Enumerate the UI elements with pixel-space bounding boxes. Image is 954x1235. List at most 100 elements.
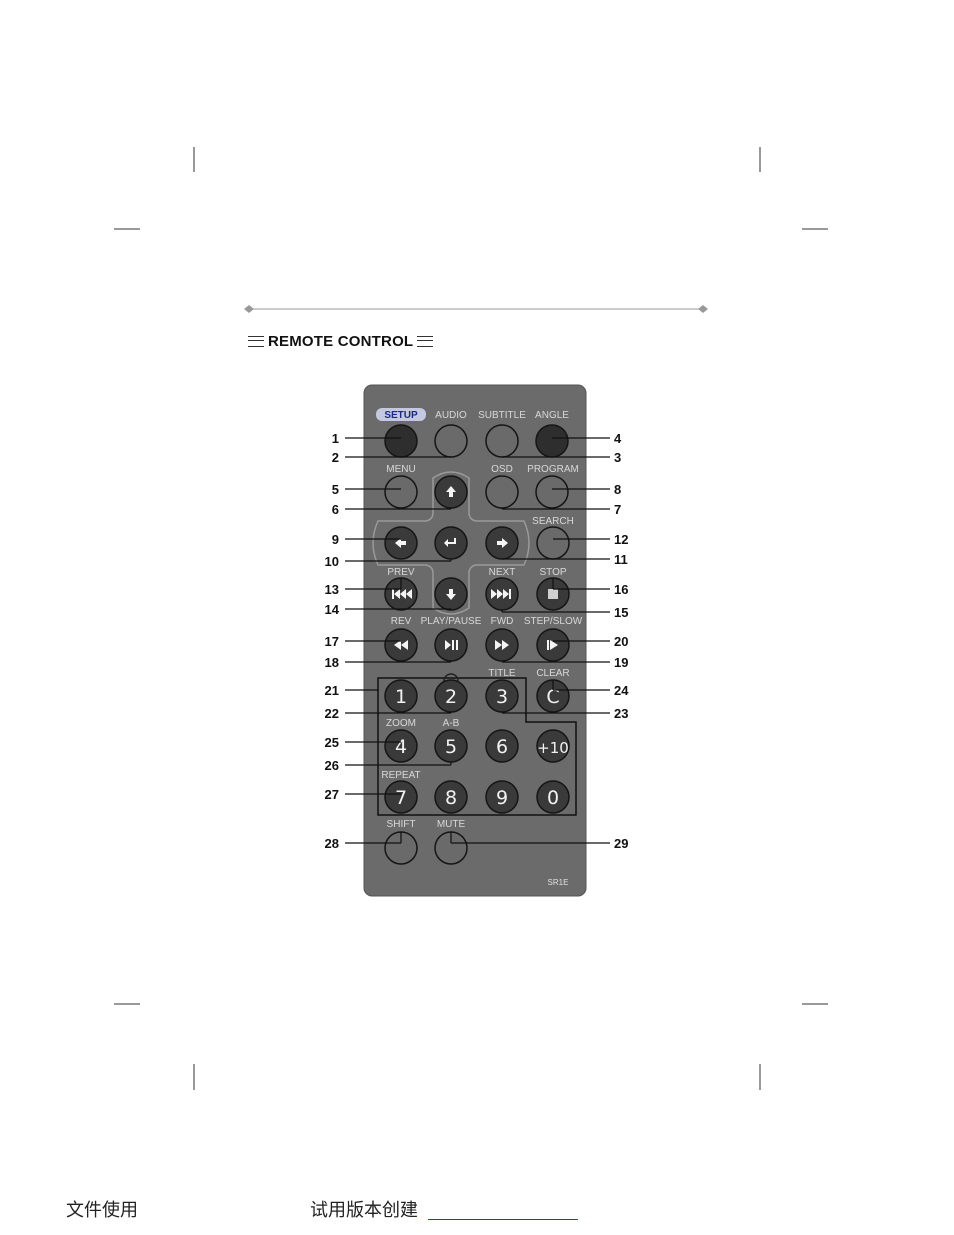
- plus-10-button-text: +10: [537, 739, 569, 757]
- callout-12: 12: [553, 532, 628, 547]
- callout-number-26: 26: [325, 758, 339, 773]
- callout-number-15: 15: [614, 605, 628, 620]
- arrow-left-icon: [395, 538, 406, 548]
- zoom-label: ZOOM: [386, 718, 416, 729]
- program-label: PROGRAM: [527, 464, 579, 475]
- fwd-label: FWD: [491, 616, 514, 627]
- digit-7-button[interactable]: 7: [384, 780, 418, 814]
- callout-number-22: 22: [325, 706, 339, 721]
- callout-9: 9: [332, 532, 401, 547]
- callout-number-27: 27: [325, 787, 339, 802]
- callout-11: 11: [502, 552, 628, 567]
- step-slow-button[interactable]: [536, 628, 570, 662]
- callout-26: 26: [325, 758, 452, 773]
- digit-4-button[interactable]: 4: [384, 729, 418, 763]
- digit-5-button-text: 5: [445, 736, 457, 758]
- callout-number-13: 13: [325, 582, 339, 597]
- callout-number-6: 6: [332, 502, 339, 517]
- section-heading: REMOTE CONTROL: [248, 331, 434, 351]
- callout-number-8: 8: [614, 482, 621, 497]
- digit-0-button[interactable]: 0: [536, 780, 570, 814]
- enter-button[interactable]: [434, 526, 468, 560]
- callout-25: 25: [325, 735, 401, 750]
- mute-label: MUTE: [437, 819, 466, 830]
- model-label: SR1E: [548, 878, 569, 887]
- arrow-up-icon: [446, 486, 456, 497]
- play-pause-label: PLAY/PAUSE: [421, 616, 482, 627]
- fwd-button[interactable]: [485, 628, 519, 662]
- digit-3-button-text: 3: [496, 686, 508, 708]
- plus-10-button[interactable]: +10: [536, 729, 570, 763]
- down-button[interactable]: [434, 577, 468, 611]
- digit-7-button-text: 7: [395, 787, 407, 809]
- osd-button[interactable]: [485, 475, 519, 509]
- right-button[interactable]: [485, 526, 519, 560]
- heading-title: REMOTE CONTROL: [268, 332, 414, 350]
- footer-right: 试用版本创建: [310, 1196, 578, 1222]
- angle-button[interactable]: [535, 424, 569, 458]
- footer-right-text: 试用版本创建: [310, 1200, 418, 1221]
- callout-14: 14: [325, 602, 452, 617]
- callout-number-28: 28: [325, 836, 339, 851]
- clear-button[interactable]: C: [536, 679, 570, 713]
- callout-18: 18: [325, 655, 452, 670]
- arrow-down-icon: [446, 589, 456, 600]
- callout-23: 23: [501, 706, 628, 721]
- heading-bars-right: [417, 335, 434, 347]
- digit-2-button[interactable]: 2: [434, 679, 468, 713]
- digit-0-button-text: 0: [547, 787, 559, 809]
- callout-number-16: 16: [614, 582, 628, 597]
- step-slow-icon: [547, 640, 558, 650]
- title-label: TITLE: [488, 668, 516, 679]
- callout-2: 2: [332, 450, 451, 465]
- callout-number-29: 29: [614, 836, 628, 851]
- prev-button[interactable]: [384, 577, 418, 611]
- search-button[interactable]: [536, 526, 570, 560]
- callout-number-4: 4: [614, 431, 622, 446]
- left-button[interactable]: [384, 526, 418, 560]
- callout-16: 16: [552, 578, 628, 597]
- callout-7: 7: [501, 502, 621, 517]
- stop-icon: [548, 589, 558, 599]
- digit-5-button[interactable]: 5: [434, 729, 468, 763]
- digit-8-button-text: 8: [445, 787, 457, 809]
- callout-4: 4: [552, 431, 622, 446]
- rev-button[interactable]: [384, 628, 418, 662]
- play-pause-icon: [445, 640, 458, 650]
- callout-number-12: 12: [614, 532, 628, 547]
- subtitle-button[interactable]: [485, 424, 519, 458]
- number-pad-frame: [377, 677, 577, 816]
- callout-number-1: 1: [332, 431, 339, 446]
- subtitle-label: SUBTITLE: [478, 410, 526, 421]
- digit-6-button-text: 6: [496, 736, 508, 758]
- callout-22: 22: [325, 706, 452, 721]
- setup-button[interactable]: [384, 424, 418, 458]
- next-button[interactable]: [485, 577, 519, 611]
- next-icon: [491, 589, 511, 599]
- prev-icon: [392, 589, 412, 599]
- angle-label: ANGLE: [535, 410, 569, 421]
- callout-number-17: 17: [325, 634, 339, 649]
- fast-forward-icon: [495, 640, 509, 650]
- callout-number-10: 10: [325, 554, 339, 569]
- play-pause-button[interactable]: [434, 628, 468, 662]
- callout-number-3: 3: [614, 450, 621, 465]
- digit-9-button[interactable]: 9: [485, 780, 519, 814]
- callout-number-24: 24: [614, 683, 629, 698]
- digit-1-button-text: 1: [395, 686, 407, 708]
- callout-17: 17: [325, 634, 401, 649]
- footer-signature-line: [428, 1219, 578, 1220]
- callout-number-11: 11: [614, 552, 628, 567]
- digit-3-button[interactable]: 3: [485, 679, 519, 713]
- menu-button[interactable]: [384, 475, 418, 509]
- up-button[interactable]: [434, 475, 468, 509]
- stop-label: STOP: [539, 567, 566, 578]
- digit-1-button[interactable]: 1: [384, 679, 418, 713]
- digit-8-button[interactable]: 8: [434, 780, 468, 814]
- digit-6-button[interactable]: 6: [485, 729, 519, 763]
- program-button[interactable]: [535, 475, 569, 509]
- callout-number-5: 5: [332, 482, 339, 497]
- setup-label: SETUP: [384, 410, 418, 421]
- audio-button[interactable]: [434, 424, 468, 458]
